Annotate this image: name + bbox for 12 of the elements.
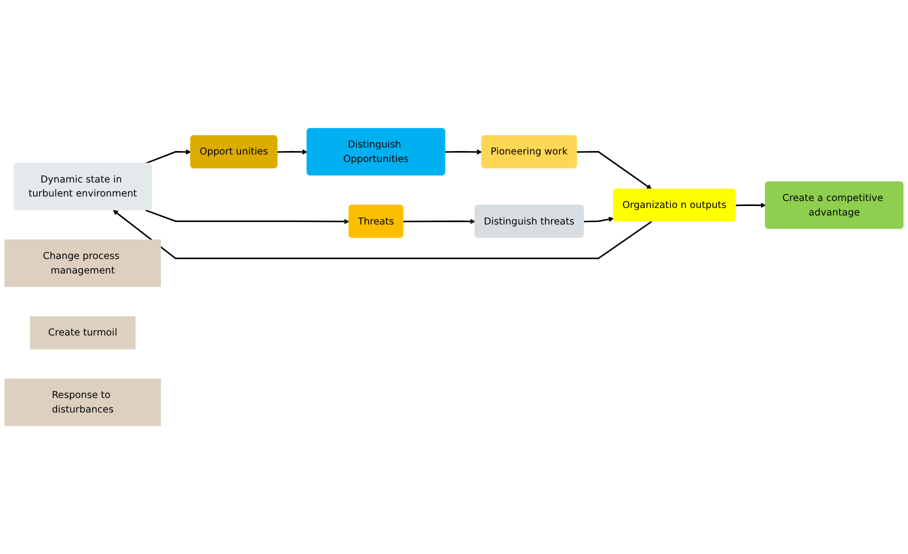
arrow bbox=[736, 202, 766, 208]
node-box: Response to disturbances bbox=[4, 378, 161, 426]
arrow bbox=[576, 150, 652, 190]
arrow bbox=[445, 149, 482, 155]
arrow bbox=[277, 149, 308, 155]
arrow bbox=[145, 209, 350, 224]
arrow bbox=[145, 149, 192, 164]
arrow bbox=[584, 216, 614, 222]
node-box: Change process management bbox=[4, 240, 161, 287]
arrow bbox=[403, 218, 476, 224]
node-box: Create turmoil bbox=[30, 316, 136, 350]
arrow bbox=[112, 210, 652, 260]
